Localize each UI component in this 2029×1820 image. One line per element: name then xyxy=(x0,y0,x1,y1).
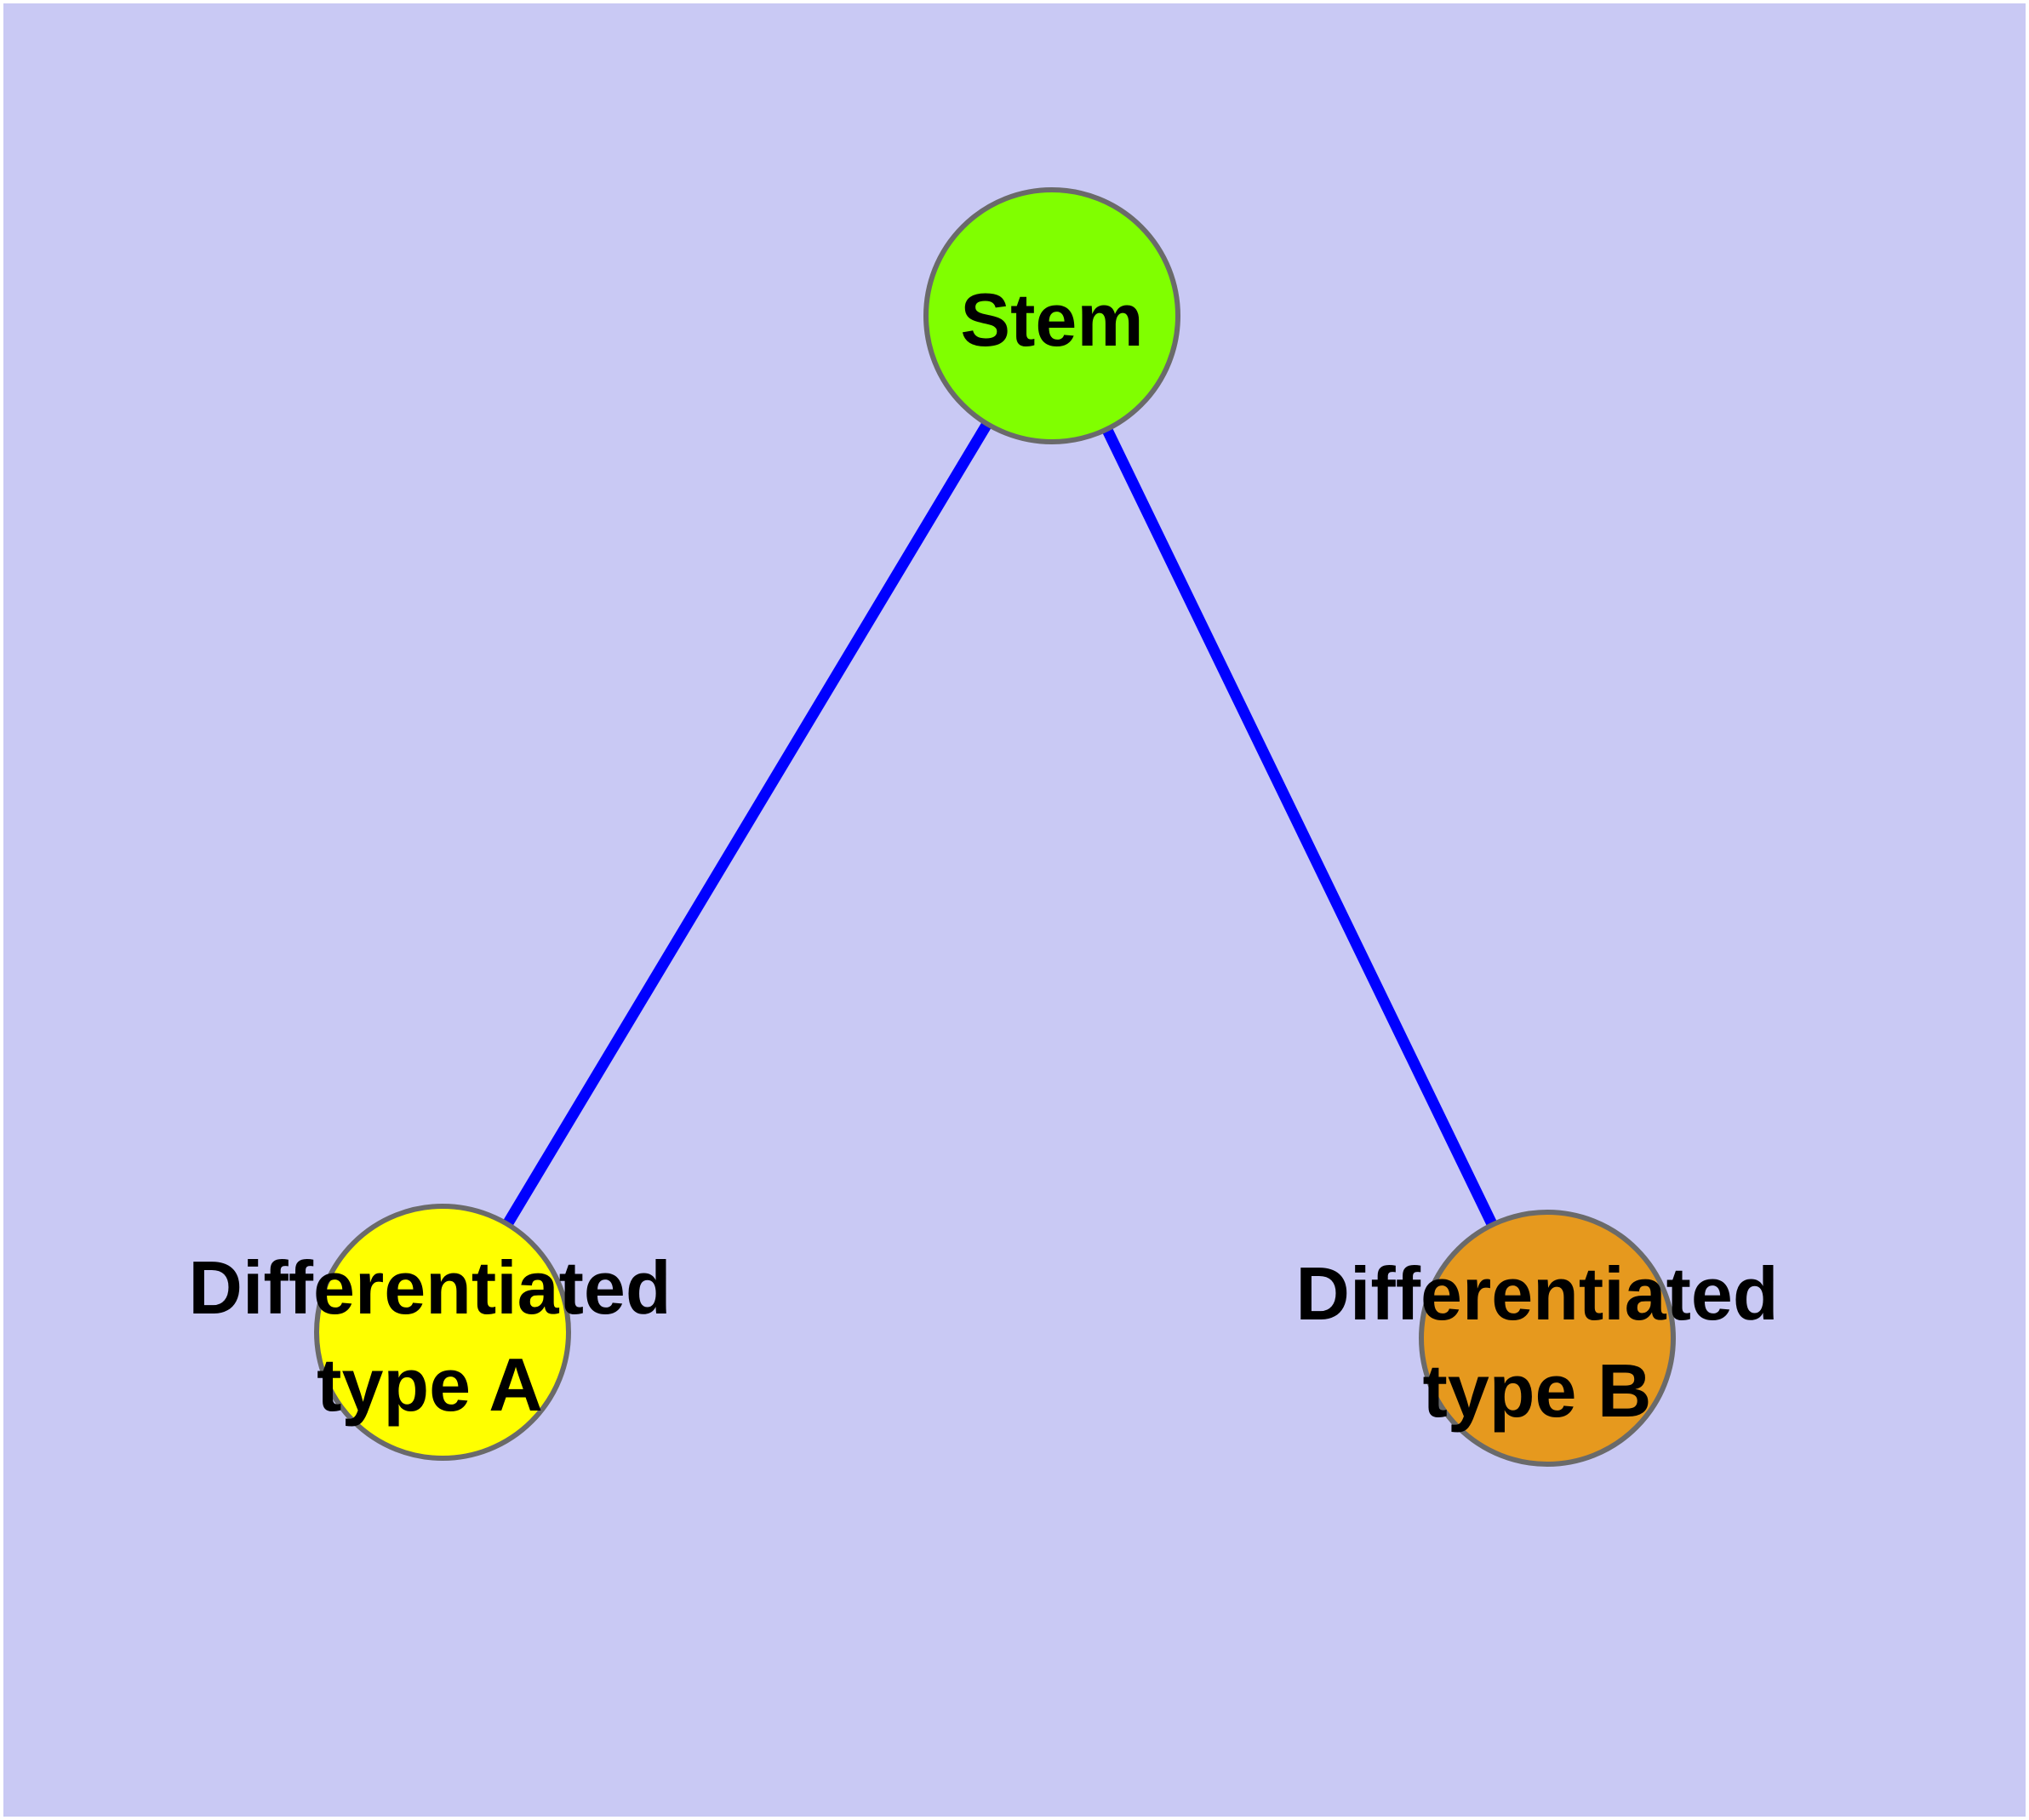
edge-stem-type-b xyxy=(1047,313,1552,1341)
node-circle-stem xyxy=(923,187,1180,444)
node-label-line: Differentiated xyxy=(1295,1251,1778,1336)
node-type-b: Differentiated type B xyxy=(1295,1210,1779,1467)
node-label-stem: Stem xyxy=(960,278,1143,362)
node-label-line: Differentiated xyxy=(188,1245,671,1330)
node-label-type-a: Differentiated type A xyxy=(188,1245,671,1427)
node-label-line: type A xyxy=(317,1342,543,1427)
node-circle-type-b xyxy=(1419,1210,1676,1467)
node-type-a: Differentiated type A xyxy=(188,1204,672,1461)
node-stem: Stem xyxy=(923,187,1180,444)
edge-stem-type-a xyxy=(437,312,1057,1336)
node-label-line: Stem xyxy=(960,278,1143,362)
node-label-line: type B xyxy=(1423,1348,1652,1433)
node-circle-type-a xyxy=(314,1204,571,1461)
node-label-type-b: Differentiated type B xyxy=(1295,1251,1778,1433)
